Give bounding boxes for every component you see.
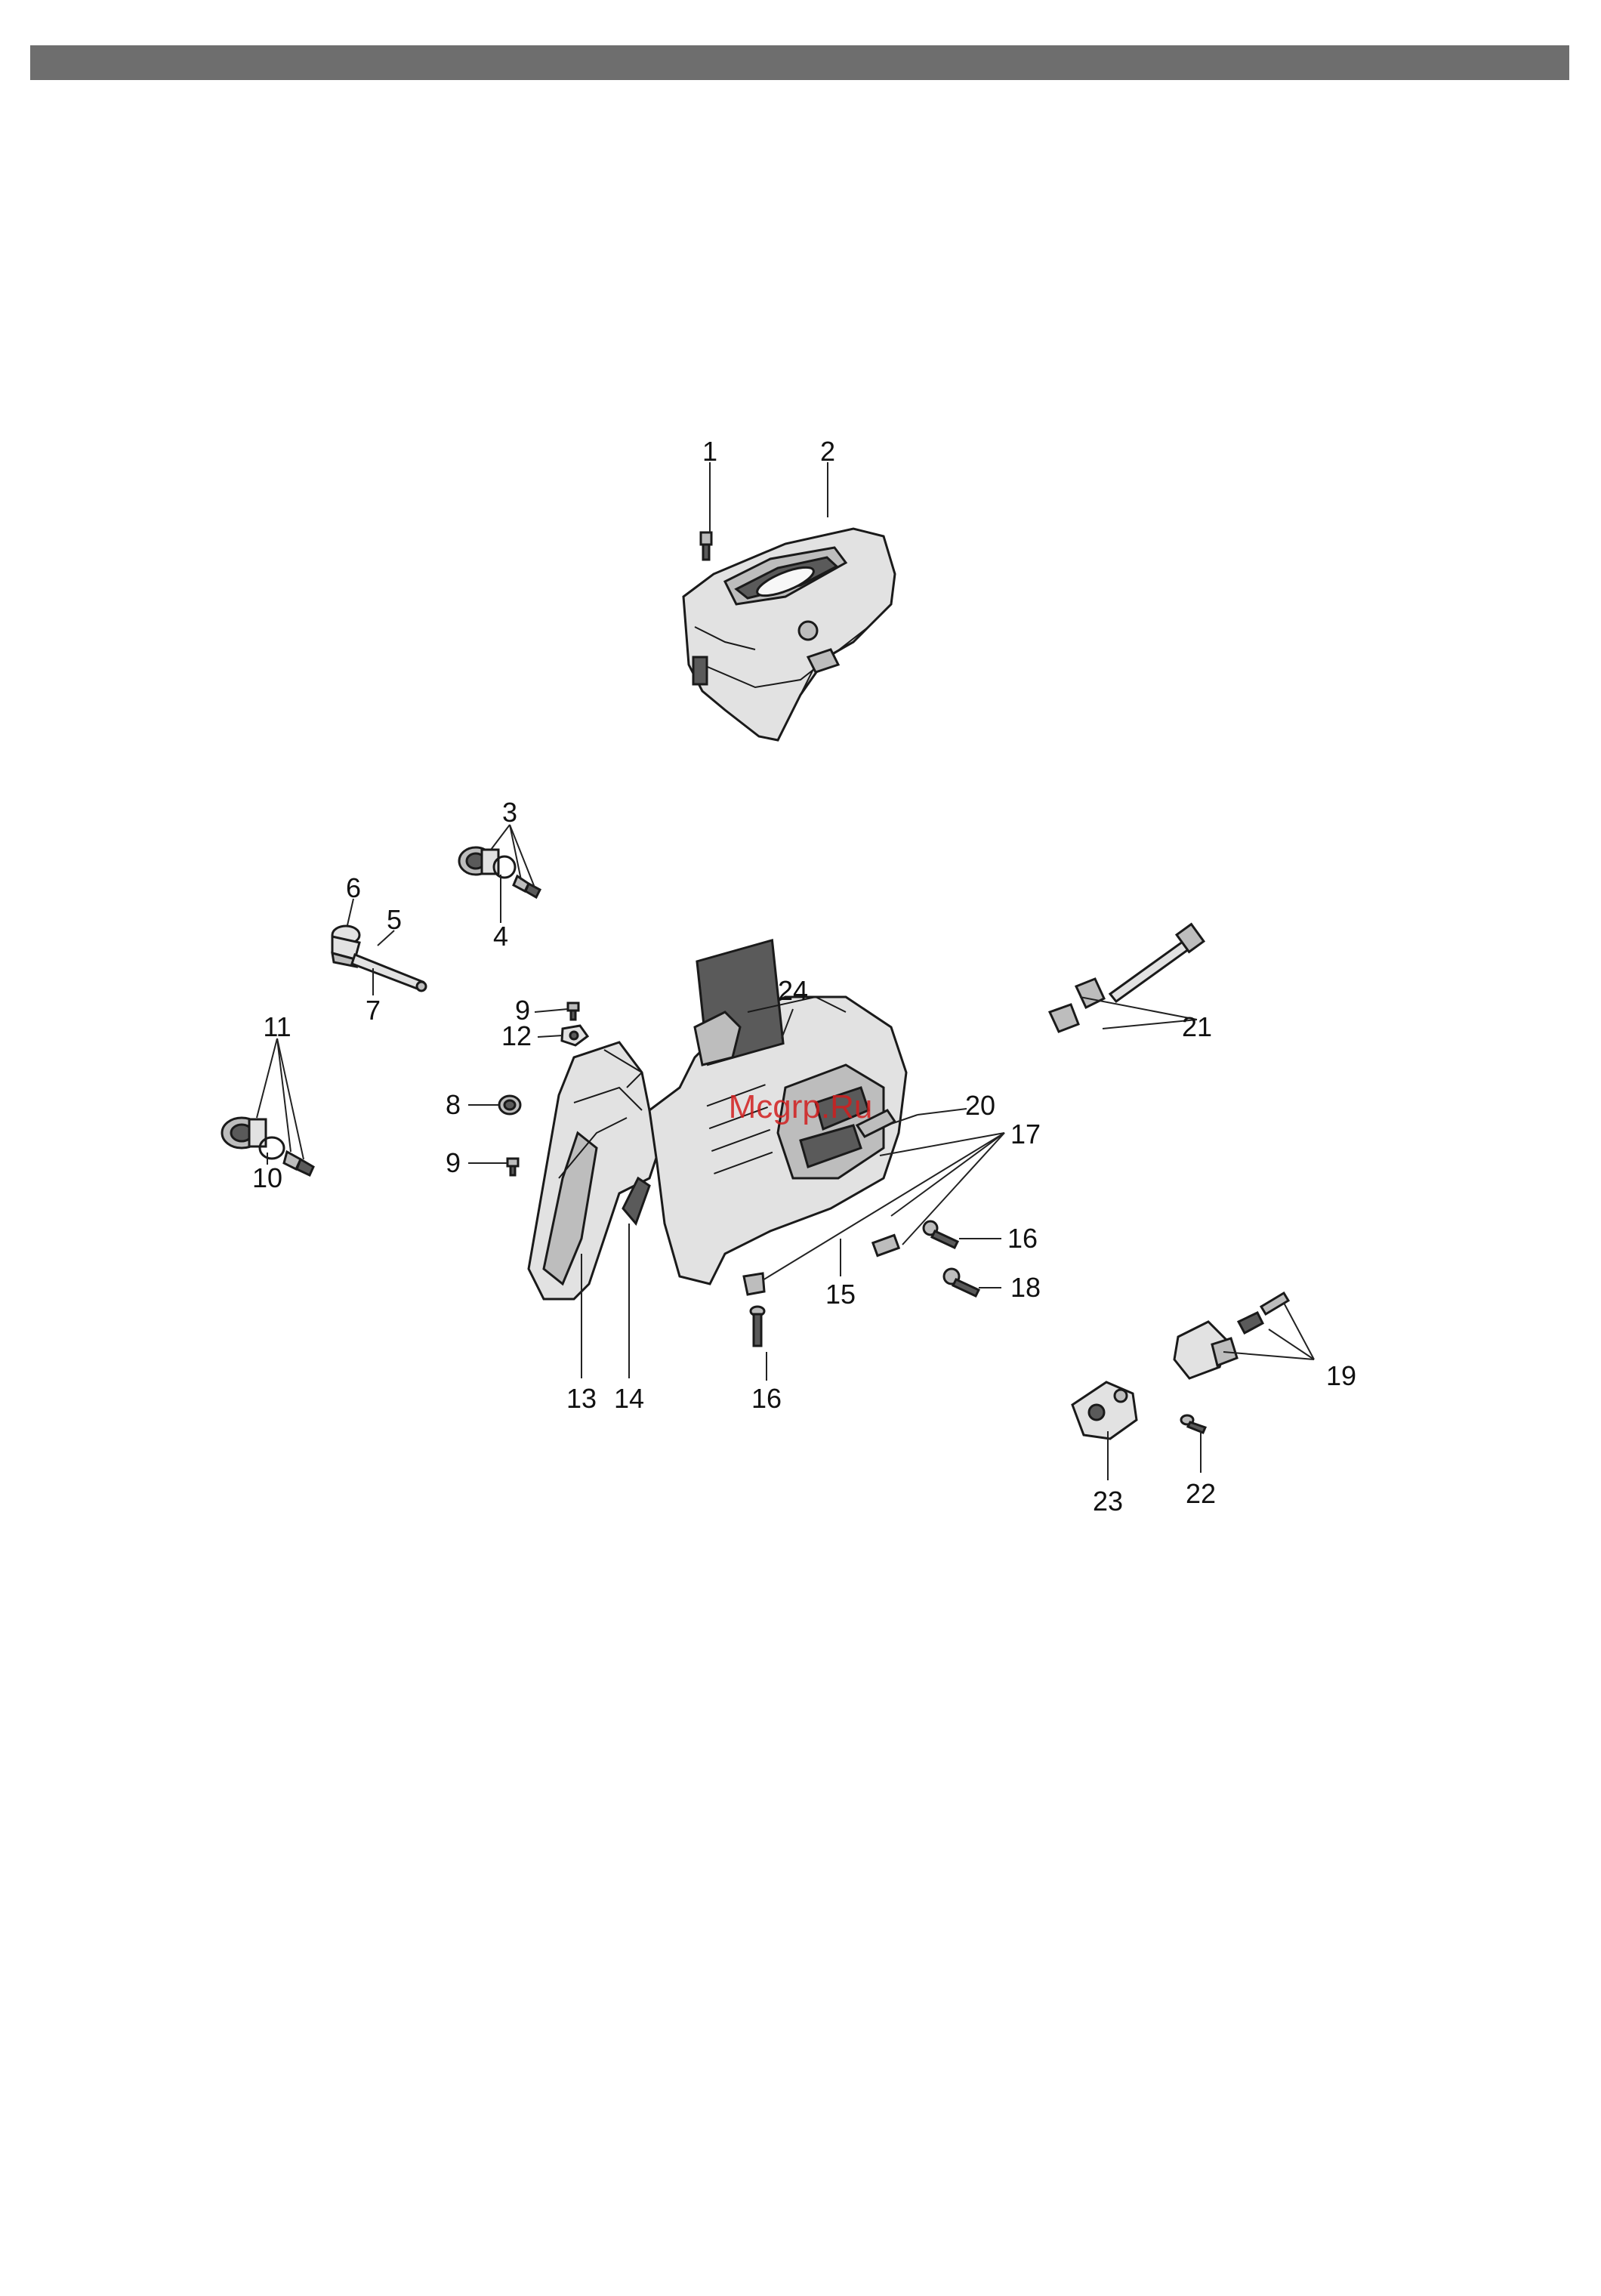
screw-right bbox=[924, 1221, 958, 1248]
callout-18: 18 bbox=[1010, 1272, 1041, 1303]
oil-pump-assembly bbox=[1174, 1293, 1288, 1378]
chain-tensioner-bolt bbox=[1050, 924, 1204, 1032]
small-screw-22 bbox=[1181, 1415, 1205, 1433]
callout-20: 20 bbox=[965, 1090, 995, 1121]
callout-12: 12 bbox=[501, 1020, 532, 1051]
callout-10: 10 bbox=[252, 1162, 282, 1193]
callout-4: 4 bbox=[493, 921, 508, 952]
callout-8: 8 bbox=[446, 1089, 461, 1120]
callout-17: 17 bbox=[1010, 1119, 1041, 1150]
callout-14: 14 bbox=[614, 1383, 644, 1414]
callout-6: 6 bbox=[346, 872, 361, 903]
callout-16-lower: 16 bbox=[751, 1383, 782, 1414]
callout-22: 22 bbox=[1186, 1478, 1216, 1509]
small-screw-lower bbox=[507, 1159, 518, 1175]
callout-7: 7 bbox=[366, 995, 381, 1026]
callout-24: 24 bbox=[778, 975, 808, 1006]
callout-15: 15 bbox=[825, 1279, 856, 1310]
callout-9-lower: 9 bbox=[446, 1147, 461, 1178]
watermark-text: Mcgrp.Ru bbox=[729, 1088, 873, 1125]
top-cover bbox=[683, 529, 895, 740]
callout-2: 2 bbox=[820, 436, 835, 467]
hex-nut bbox=[562, 1026, 588, 1045]
callout-13: 13 bbox=[566, 1383, 597, 1414]
callout-19: 19 bbox=[1326, 1360, 1356, 1391]
callout-3: 3 bbox=[502, 797, 517, 828]
callout-1: 1 bbox=[702, 436, 717, 467]
screw-lower bbox=[751, 1307, 764, 1346]
oil-cap bbox=[459, 847, 540, 897]
small-screw-upper bbox=[568, 1003, 578, 1020]
callout-23: 23 bbox=[1093, 1486, 1123, 1517]
callout-21: 21 bbox=[1182, 1011, 1212, 1042]
cover-screw bbox=[701, 532, 711, 560]
callout-11: 11 bbox=[263, 1011, 291, 1042]
screw-18 bbox=[944, 1269, 979, 1296]
grommet bbox=[499, 1096, 520, 1114]
clutch-bracket bbox=[1072, 1382, 1137, 1439]
oil-pickup-assembly bbox=[332, 926, 426, 991]
callout-16-right: 16 bbox=[1007, 1223, 1038, 1254]
callout-5: 5 bbox=[387, 904, 402, 935]
